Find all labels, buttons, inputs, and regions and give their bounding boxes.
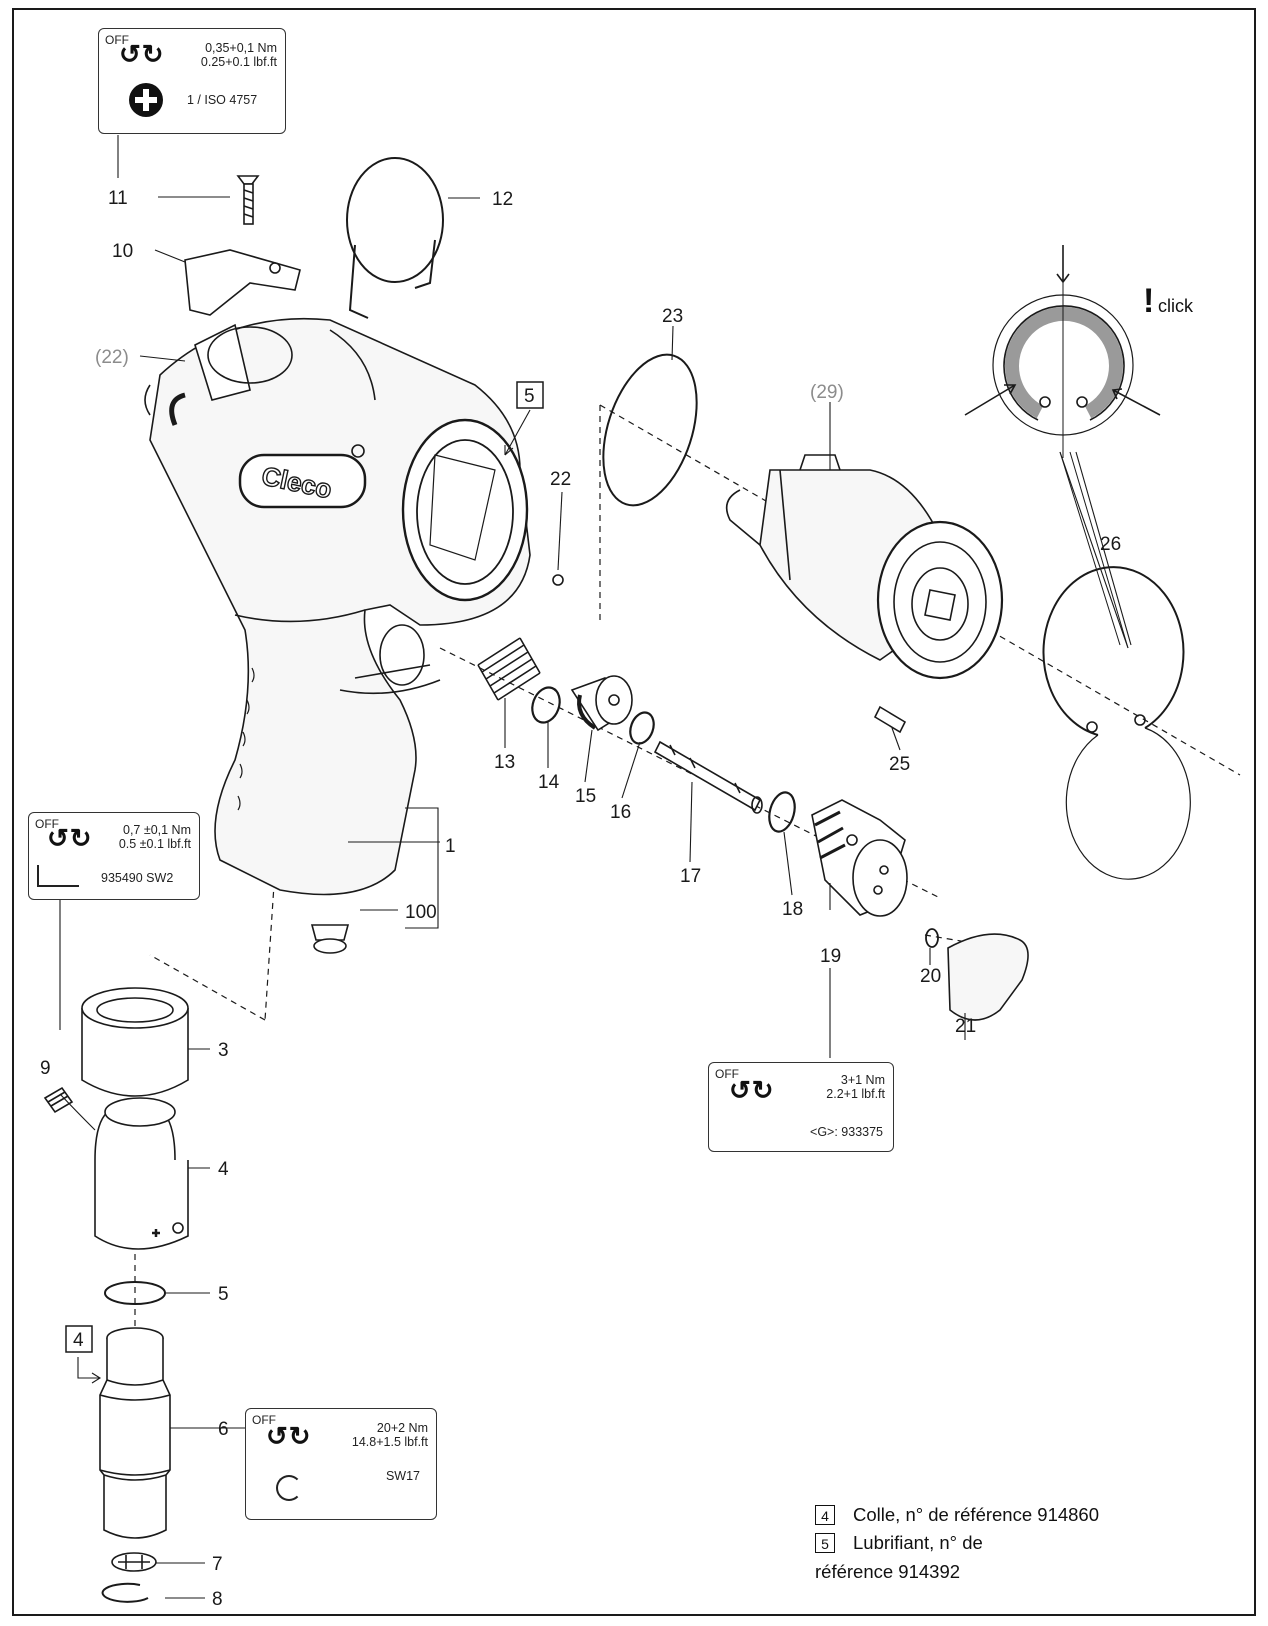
tool-spec: SW17 [385, 1469, 420, 1483]
rotation-direction-icon: ↺↻ [266, 1421, 312, 1451]
phillips-bit-icon [129, 83, 163, 117]
drawing-frame [12, 8, 1256, 1616]
wire-clip-part-12 [346, 157, 444, 319]
sleeve-part-3 [81, 987, 189, 1097]
shaft-part-17 [653, 740, 763, 814]
torque-nm: 3+1 Nm [840, 1073, 885, 1087]
svg-text:5: 5 [524, 386, 535, 407]
exclamation-icon: ! [1143, 282, 1154, 320]
valve-part-15 [570, 675, 633, 732]
rotation-direction-icon: ↺↻ [47, 823, 93, 853]
legend-key: 4 [815, 1505, 835, 1525]
rotation-direction-icon: ↺↻ [729, 1075, 775, 1105]
callout-10: 10 [112, 241, 133, 262]
callout-25: 25 [889, 754, 910, 775]
tool-spec: 935490 SW2 [101, 871, 174, 885]
filter-part-7 [111, 1552, 157, 1572]
torque-nm: 20+2 Nm [376, 1421, 428, 1435]
tool-spec: <G>: 933375 [810, 1125, 883, 1139]
callout-22: 22 [550, 469, 571, 490]
valve-body-part-19 [811, 799, 908, 917]
off-label: OFF [105, 33, 129, 47]
callout-3: 3 [218, 1040, 229, 1061]
torque-box-part-9: OFF ↺↻ 0,7 ±0,1 Nm 0.5 ±0.1 lbf.ft 93549… [28, 812, 200, 900]
spring-part-13 [477, 637, 541, 701]
legend-text: Colle, n° de référence 914860 [853, 1504, 1100, 1525]
callout-23: 23 [662, 306, 683, 327]
callout-7: 7 [212, 1554, 223, 1575]
o-ring-part-18 [768, 791, 796, 833]
torque-lbf: 2.2+1 lbf.ft [826, 1087, 885, 1101]
callout-18: 18 [782, 899, 803, 920]
legend-row-adhesive: 4 Colle, n° de référence 914860 [815, 1504, 1235, 1533]
callout-6: 6 [218, 1419, 229, 1440]
callout-29-ref: (29) [810, 382, 844, 403]
callout-9: 9 [40, 1058, 51, 1079]
circlip-detail-view [964, 245, 1161, 458]
motor-cartridge-part-29 [725, 454, 1004, 680]
legend: 4 Colle, n° de référence 914860 5 Lubrif… [815, 1504, 1235, 1589]
torque-box-part-6: OFF ↺↻ 20+2 Nm 14.8+1.5 lbf.ft SW17 [245, 1408, 437, 1520]
inlet-fitting-part-6 [99, 1327, 171, 1539]
callout-20: 20 [920, 966, 941, 987]
callout-numbers: 11 12 10 (22) 23 (29) 22 26 25 13 14 15 … [40, 188, 1194, 1610]
boxed-mark-4: 4 [65, 1325, 93, 1353]
trigger-cap-part-21 [947, 933, 1029, 1021]
callout-11: 11 [108, 188, 128, 209]
o-ring-part-20 [925, 928, 939, 948]
torque-lbf: 0.25+0.1 lbf.ft [200, 55, 277, 69]
callout-4: 4 [218, 1159, 229, 1180]
callout-26: 26 [1100, 534, 1121, 555]
torque-lbf: 14.8+1.5 lbf.ft [351, 1435, 428, 1449]
off-label: OFF [252, 1413, 276, 1427]
torque-lbf: 0.5 ±0.1 lbf.ft [118, 837, 191, 851]
o-ring-part-23 [602, 353, 698, 507]
plug-part-100 [310, 924, 350, 954]
set-screw-part-9 [43, 1086, 74, 1114]
callout-21: 21 [955, 1016, 976, 1037]
off-label: OFF [35, 817, 59, 831]
callout-14: 14 [538, 772, 560, 793]
washer-part-16 [629, 711, 655, 745]
svg-text:4: 4 [73, 1330, 84, 1351]
legend-text: Lubrifiant, n° de [853, 1532, 983, 1553]
callout-19: 19 [820, 946, 841, 967]
circlip-part-26 [1042, 451, 1191, 880]
off-label: OFF [715, 1067, 739, 1081]
callout-5: 5 [218, 1284, 229, 1305]
callout-1: 1 [445, 836, 456, 857]
click-note: click [1158, 296, 1194, 316]
collar-part-4 [94, 1097, 189, 1250]
callout-22-ref: (22) [95, 347, 129, 368]
hex-key-icon [37, 865, 79, 887]
legend-row-lubricant-cont: référence 914392 [815, 1561, 1235, 1589]
callout-17: 17 [680, 866, 701, 887]
torque-box-part-11: OFF ↺↻ 0,35+0,1 Nm 0.25+0.1 lbf.ft 1 / I… [98, 28, 286, 134]
ball-part-22 [552, 574, 564, 586]
callout-13: 13 [494, 752, 515, 773]
leader-lines [59, 135, 1132, 1599]
open-wrench-icon [276, 1475, 302, 1501]
tool-housing-part-1 [144, 317, 531, 896]
rotation-direction-icon: ↺↻ [119, 39, 165, 69]
torque-nm: 0,7 ±0,1 Nm [123, 823, 191, 837]
torque-box-part-19: OFF ↺↻ 3+1 Nm 2.2+1 lbf.ft <G>: 933375 [708, 1062, 894, 1152]
o-ring-part-14 [531, 686, 561, 724]
callout-8: 8 [212, 1589, 223, 1610]
boxed-mark-5: 5 [516, 381, 544, 409]
clip-part-10 [184, 249, 301, 316]
torque-nm: 0,35+0,1 Nm [205, 41, 277, 55]
pin-part-25 [873, 705, 907, 734]
legend-row-lubricant: 5 Lubrifiant, n° de [815, 1532, 1235, 1561]
callout-100: 100 [405, 902, 437, 923]
legend-text: référence 914392 [815, 1561, 961, 1582]
callout-16: 16 [610, 802, 631, 823]
tool-spec: 1 / ISO 4757 [187, 93, 258, 107]
callout-12: 12 [492, 189, 513, 210]
circlip-part-8 [101, 1582, 149, 1603]
screw-part-11 [236, 175, 260, 225]
callout-15: 15 [575, 786, 596, 807]
legend-key: 5 [815, 1533, 835, 1553]
